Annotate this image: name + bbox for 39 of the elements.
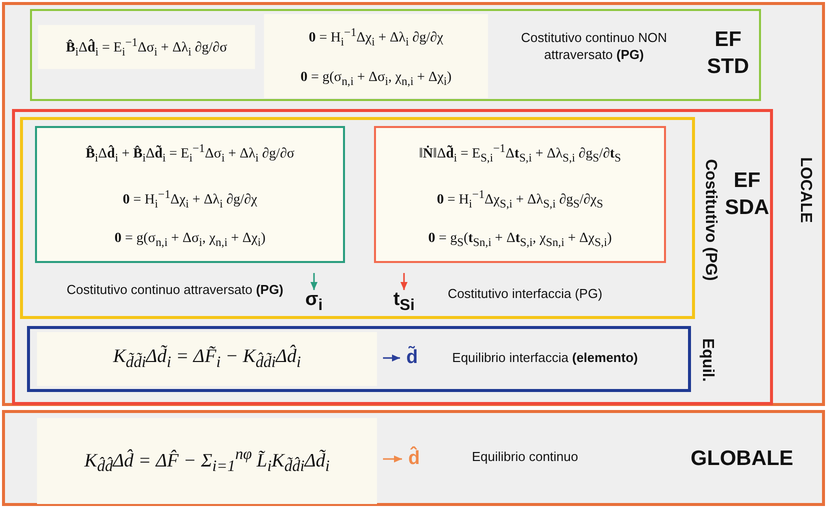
arrow [383, 354, 400, 362]
section-label: GLOBALE [690, 446, 794, 472]
arrow [383, 455, 402, 463]
arrow [400, 273, 408, 290]
section-frame [2, 2, 825, 406]
equation: B̂$_{i}$Δd̂$_{i}$ = E$_{i}$$^{−1}$Δσ$_{i}$ + Δλ$_{i}$ ∂g/∂σ [38, 25, 255, 69]
equation: B̂$_{i}$Δd̂$_{i}$ + B̂$_{i}$Δd̃$_{i}$ = E$_{i}$$^{−1}$Δσ$_{i}$ + Δλ$_{i}$ ∂g/∂σ [84, 140, 296, 166]
group-frame [20, 117, 695, 319]
section-label: Equil. [698, 337, 717, 384]
equation: ‖Ṅ‖Δd̃$_{i}$ = E$_{S,i}$$^{−1}$Δt$_{S,i}$ + Δλ$_{S,i}$ ∂g$_{S}$/∂t$_{S}$ [418, 140, 622, 166]
section-frame [30, 9, 761, 101]
section-frame [2, 410, 825, 506]
description-text: Costitutivo continuo NON attraversato (PG) [520, 29, 668, 64]
section-label: LOCALE [796, 156, 815, 225]
equation: K$_{d̃d̃i}$Δd̃$_{i}$ = ΔF̃$_{i}$ − K$_{d̂d̃i}$Δd̂$_{i}$ [112, 344, 302, 373]
equation-panel [37, 418, 377, 504]
equation: 0 = g(σ$_{n,i}$ + Δσ$_{i}$, χ$_{n,i}$ + Δχ$_{i}$) [264, 60, 488, 98]
section-frame [12, 109, 773, 405]
symbol-text: d̃ [405, 345, 419, 370]
description-text: Equilibrio interfaccia (elemento) [451, 348, 639, 367]
equation: 0 = H$_{i}$$^{−1}$Δχ$_{i}$ + Δλ$_{i}$ ∂g/∂χ [122, 186, 258, 212]
equation: 0 = g(σ$_{n,i}$ + Δσ$_{i}$, χ$_{n,i}$ + Δχ$_{i}$) [113, 230, 267, 251]
symbol-text: t$_{Si}$ [392, 290, 416, 314]
section-label: EF SDA [724, 168, 770, 221]
symbol-text: σ$_{i}$ [304, 290, 324, 314]
equation-box [27, 326, 691, 392]
description-text: Costitutivo continuo attraversato (PG) [66, 280, 284, 299]
section-label: Costitutivo (PG) [701, 158, 720, 283]
symbol-text: d̂ [407, 445, 421, 471]
equation: 0 = g$_{S}$(t$_{Sn,i}$ + Δt$_{S,i}$, χ$_{Sn,i}$ + Δχ$_{S,i}$) [427, 230, 613, 251]
equation: 0 = H$_{i}$$^{−1}$Δχ$_{S,i}$ + Δλ$_{S,i}$ ∂g$_{S}$/∂χ$_{S}$ [436, 186, 604, 212]
equation-box [35, 126, 345, 263]
arrow [310, 273, 318, 290]
equation-box [374, 126, 666, 263]
equation: 0 = H$_{i}$$^{−1}$Δχ$_{i}$ + Δλ$_{i}$ ∂g/∂χ [264, 14, 488, 60]
equation: K$_{d̂d̂}$Δd̂ = ΔF̂ − Σ$_{i=1}$$^{nφ}$ L̃$_{i}$K$_{d̃d̂i}$Δd̃$_{i}$ [83, 444, 331, 478]
section-label: EF STD [706, 26, 750, 80]
description-text: Equilibrio continuo [470, 448, 580, 466]
description-text: Costitutivo interfaccia (PG) [446, 284, 604, 303]
